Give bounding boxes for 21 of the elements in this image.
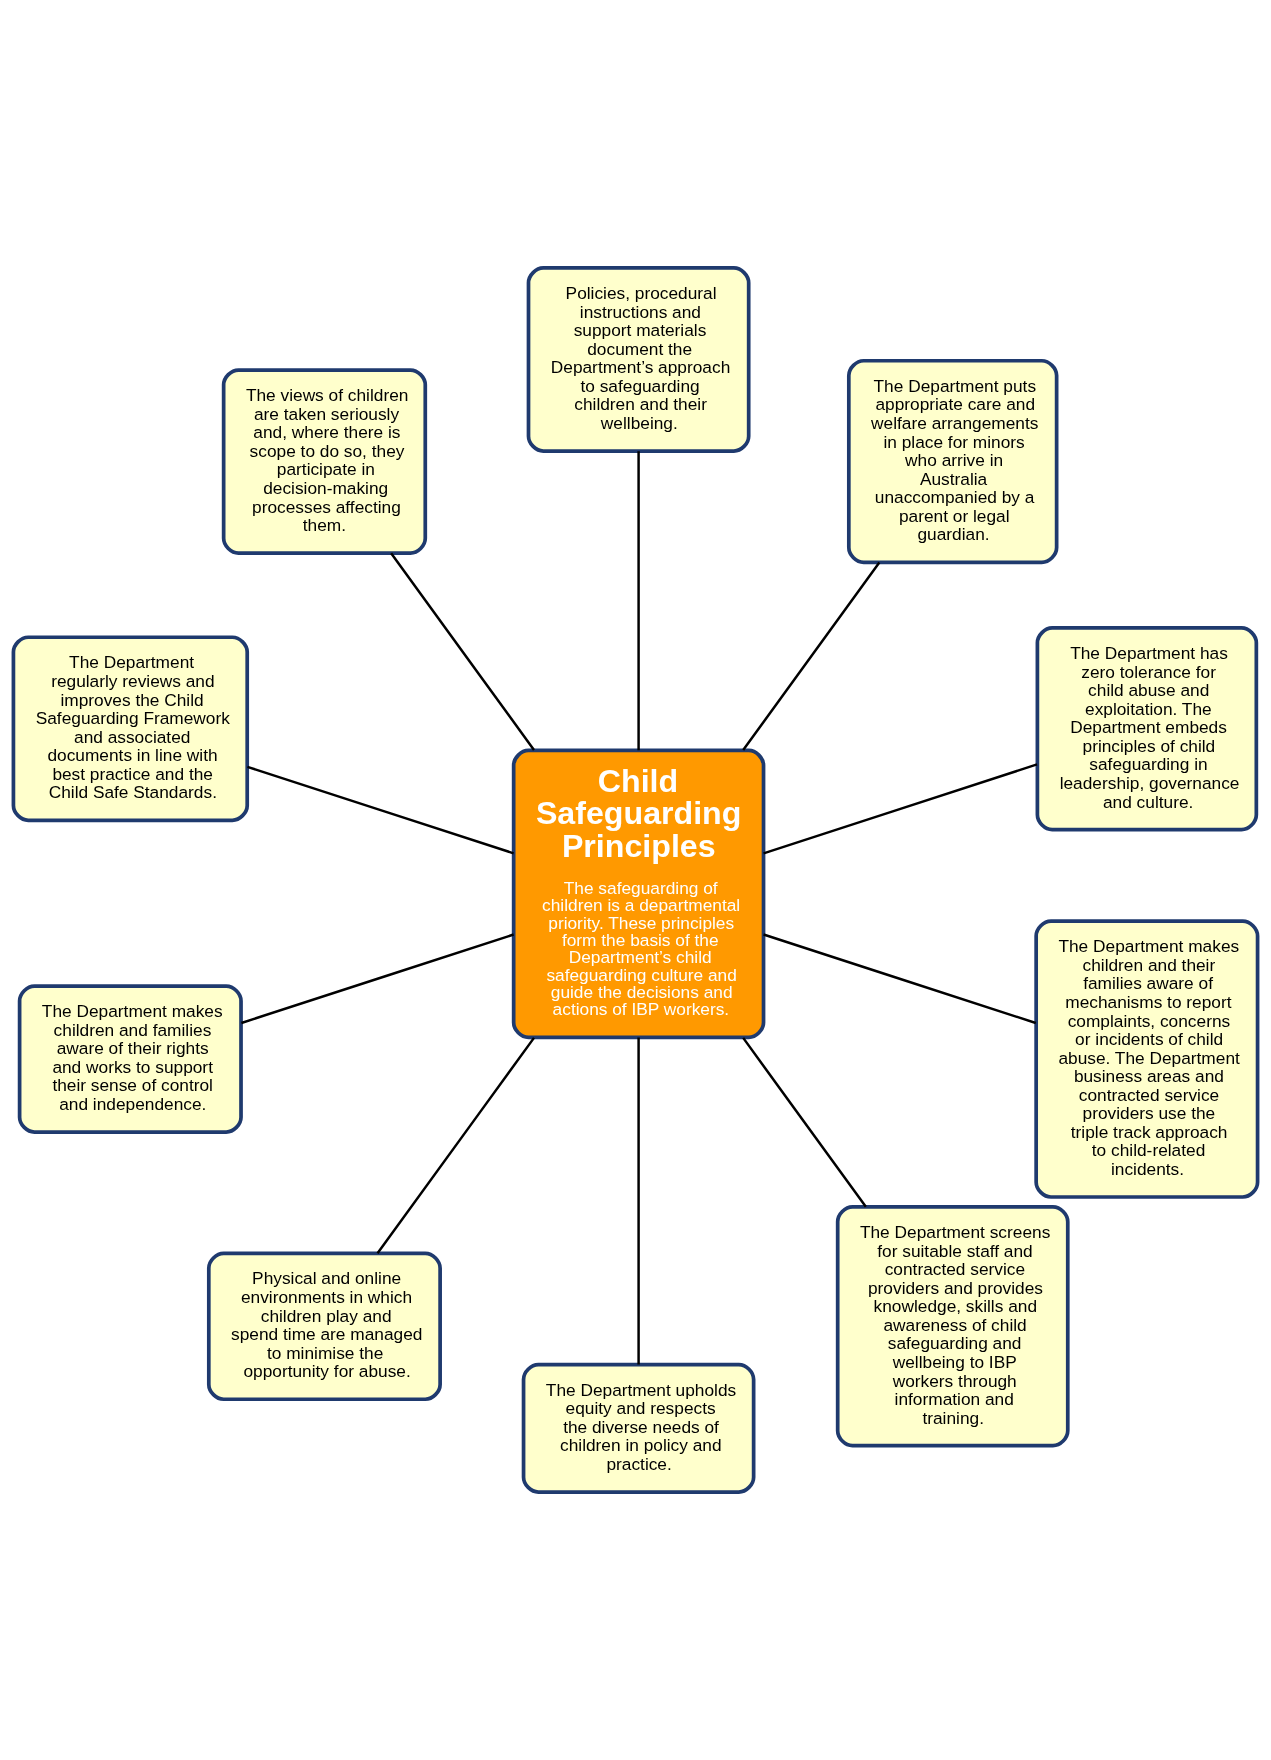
node-box: The Department puts appropriate care and welfare arrangements in place for minors who arrive in Australia unaccompanied by a parent or legal guardian. xyxy=(846,358,1059,565)
connector xyxy=(241,933,514,1025)
connector xyxy=(637,451,640,751)
connector xyxy=(742,1037,867,1208)
connector xyxy=(637,1037,640,1365)
node-box: The views of children are taken seriously and, where there is scope to do so, they participate in decision-making processes affecting them. xyxy=(221,368,428,555)
connector xyxy=(763,763,1038,855)
node-box: Child Safeguarding Principles The safeguarding of children is a departmental priority. These principles form the basis of the Department’s child safeguarding culture and guide the decisions and actions of IBP workers. xyxy=(511,748,766,1040)
node-box: Policies, procedural instructions and support materials document the Department’s approach to safeguarding children and their wellbeing. xyxy=(526,266,751,453)
node-box: The Department makes children and their families aware of mechanisms to report complaints, concerns or incidents of child abuse. The Department business areas and contracted service providers use the triple track approach to child-related incidents. xyxy=(1034,919,1260,1199)
node-box: The Department has zero tolerance for child abuse and exploitation. The Department embeds principles of child safeguarding in leadership, governance and culture. xyxy=(1035,626,1259,832)
connector xyxy=(763,933,1037,1025)
connector xyxy=(376,1037,535,1254)
node-box: The Department regularly reviews and improves the Child Safeguarding Framework and associated documents in line with best practice and the Child Safe Standards. xyxy=(11,635,250,823)
node-box: The Department screens for suitable staff and contracted service providers and provides knowledge, skills and awareness of child safeguarding and wellbeing to IBP workers through information and training. xyxy=(835,1205,1070,1448)
connector xyxy=(390,552,535,751)
connector xyxy=(742,561,881,751)
node-box: The Department makes children and families aware of their rights and works to support their sense of control and independence. xyxy=(17,984,243,1134)
node-box: Physical and online environments in which children play and spend time are managed to minimise the opportunity for abuse. xyxy=(206,1251,442,1402)
node-box: The Department upholds equity and respects the diverse needs of children in policy and practice. xyxy=(521,1362,756,1494)
connector xyxy=(247,765,514,855)
